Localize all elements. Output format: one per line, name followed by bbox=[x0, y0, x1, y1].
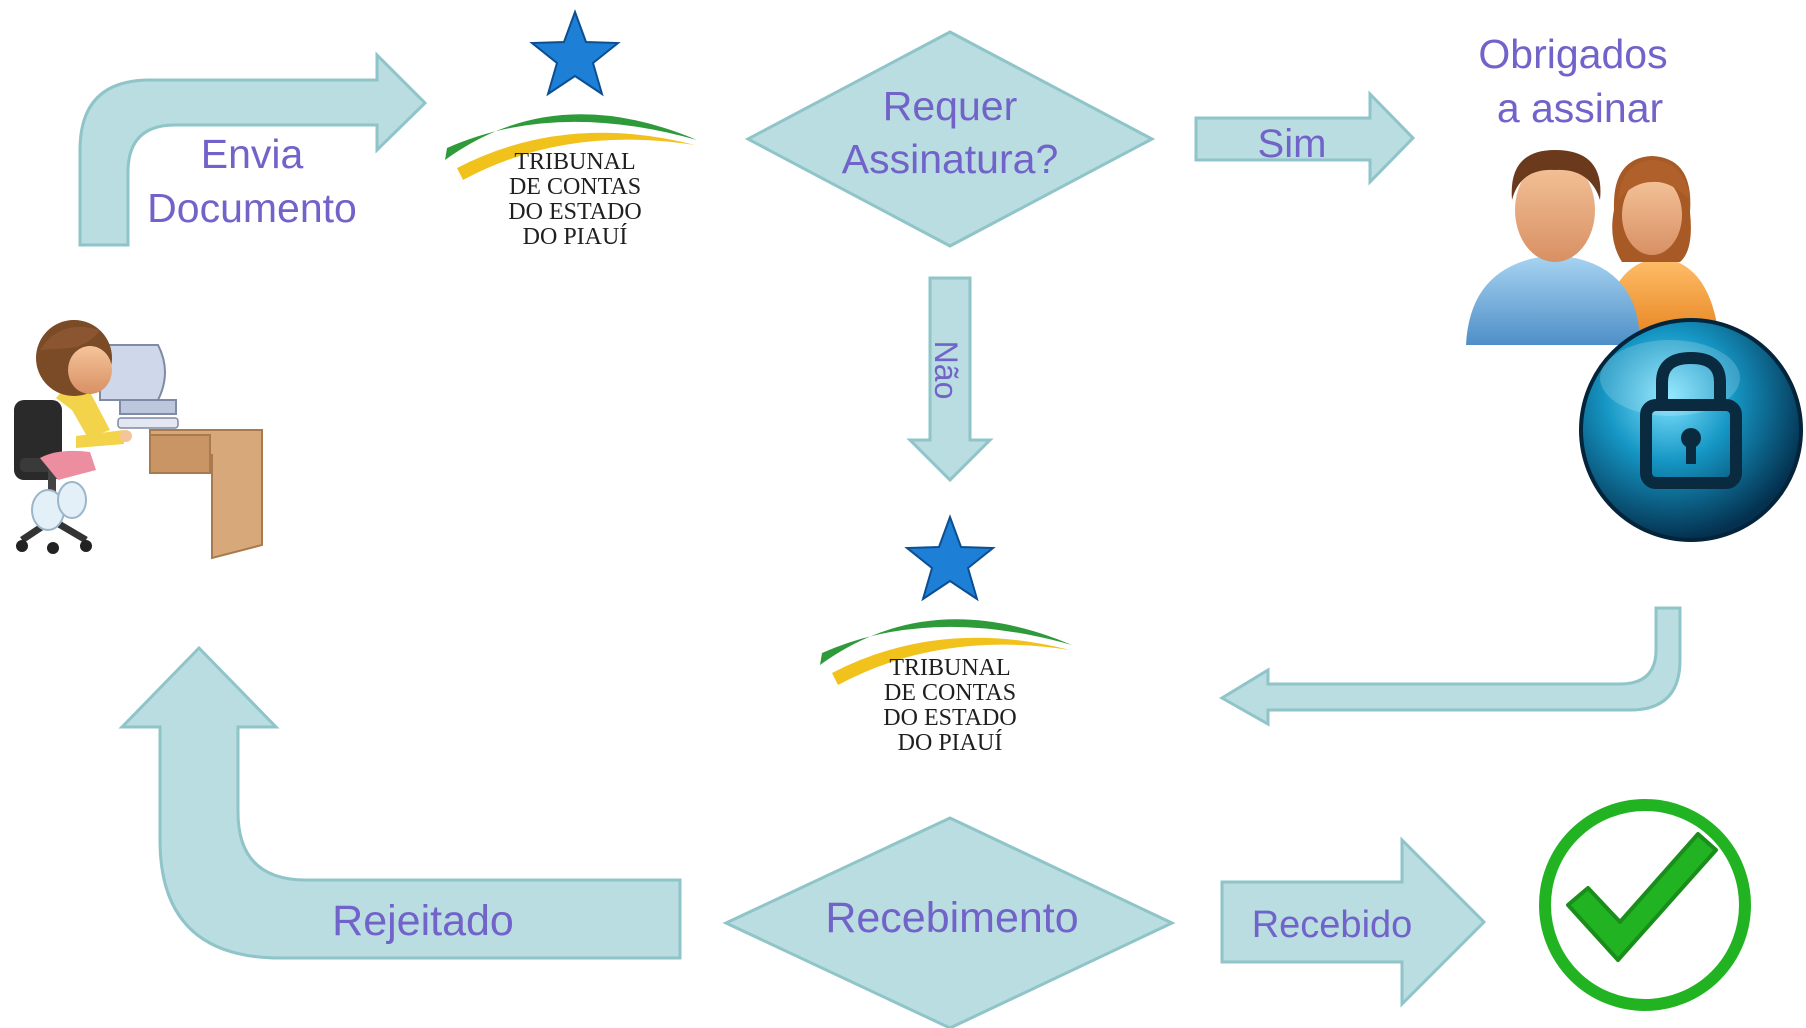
rejected-label: Rejeitado bbox=[332, 897, 514, 945]
logo-swoosh-yellow bbox=[457, 132, 695, 180]
received-label: Recebido bbox=[1252, 904, 1413, 946]
signature-decision-line2: Assinatura? bbox=[842, 136, 1059, 182]
send-document-arrow: Envia Documento bbox=[78, 51, 428, 247]
signature-decision-line1: Requer bbox=[883, 83, 1017, 129]
signers-group: Obrigados a assinar bbox=[1466, 31, 1803, 542]
logo-line4: DO PIAUÍ bbox=[898, 730, 1003, 756]
logo-swoosh-green bbox=[820, 619, 1072, 665]
logo-line3: DO ESTADO bbox=[883, 705, 1016, 731]
signature-decision: Requer Assinatura? bbox=[744, 30, 1156, 248]
receipt-label: Recebimento bbox=[825, 894, 1078, 942]
received-arrow: Recebido bbox=[1220, 836, 1487, 1008]
receipt-decision: Recebimento bbox=[722, 816, 1176, 1028]
signed-return-arrow bbox=[1219, 606, 1682, 727]
rejected-arrow: Rejeitado bbox=[118, 645, 682, 960]
logo-line2: DE CONTAS bbox=[884, 680, 1016, 706]
people-icon bbox=[1466, 150, 1720, 345]
tce-pi-logo-top: TRIBUNAL DE CONTAS DO ESTADO DO PIAUÍ bbox=[445, 9, 697, 250]
star-icon bbox=[529, 9, 621, 97]
send-document-label-line1: Envia bbox=[201, 131, 304, 177]
logo-line2: DE CONTAS bbox=[509, 174, 641, 200]
logo-line3: DO ESTADO bbox=[508, 199, 641, 225]
logo-swoosh-yellow bbox=[832, 637, 1070, 685]
star-icon bbox=[904, 514, 996, 602]
no-label: Não bbox=[928, 341, 964, 400]
logo-line1: TRIBUNAL bbox=[889, 655, 1010, 681]
signers-label-line2: a assinar bbox=[1497, 85, 1663, 131]
no-arrow: Não bbox=[906, 276, 994, 483]
lock-icon bbox=[1579, 318, 1803, 542]
send-document-label-line2: Documento bbox=[147, 185, 357, 231]
logo-line4: DO PIAUÍ bbox=[523, 224, 628, 250]
logo-swoosh-green bbox=[445, 114, 697, 160]
person-at-computer-icon bbox=[14, 320, 263, 560]
yes-label: Sim bbox=[1258, 122, 1327, 166]
logo-line1: TRIBUNAL bbox=[514, 149, 635, 175]
signers-label-line1: Obrigados bbox=[1478, 31, 1667, 77]
yes-arrow: Sim bbox=[1194, 90, 1416, 186]
checkmark-icon bbox=[1539, 799, 1751, 1011]
tce-pi-logo-middle: TRIBUNAL DE CONTAS DO ESTADO DO PIAUÍ bbox=[820, 514, 1072, 756]
